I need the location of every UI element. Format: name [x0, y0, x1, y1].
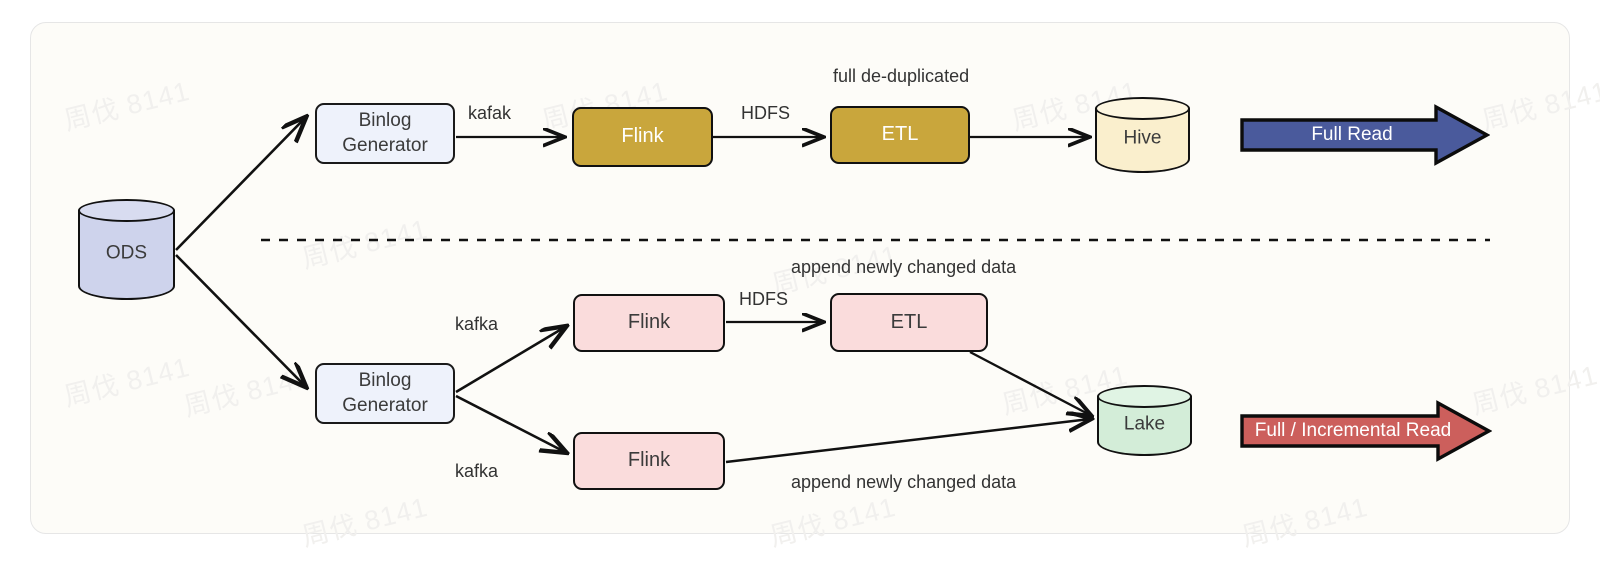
node-bottom-flink-upper[interactable]: Flink [573, 294, 725, 352]
bottom-binlog-label: Binlog Generator [342, 369, 428, 418]
top-binlog-label: Binlog Generator [342, 109, 428, 158]
edge-label-append-lower: append newly changed data [791, 472, 1017, 492]
incremental-read-arrow-shape [1240, 400, 1493, 462]
node-top-flink[interactable]: Flink [572, 107, 713, 167]
ods-cylinder-top [78, 199, 175, 222]
edge-label-full-de-duplicated: full de-duplicated [833, 66, 970, 86]
ods-label: ODS [105, 242, 148, 264]
node-top-binlog-generator[interactable]: Binlog Generator [315, 103, 455, 164]
ods-cylinder-body [78, 210, 175, 300]
full-read-arrow-shape [1240, 104, 1491, 166]
edge-label-bottom-kafka-upper: kafka [455, 314, 499, 334]
legend-incremental-read-arrow[interactable]: Full / Incremental Read [1240, 400, 1493, 462]
node-ods[interactable]: ODS [78, 199, 175, 300]
node-lake[interactable]: Lake [1097, 385, 1192, 456]
bottom-binlog-label-line1: Binlog [358, 370, 412, 392]
bottom-flink-upper-label: Flink [627, 311, 671, 334]
hive-label: Hive [1123, 127, 1162, 149]
edge-label-bottom-hdfs: HDFS [739, 289, 788, 309]
edge-label-append-upper: append newly changed data [791, 257, 1017, 277]
top-flink-label: Flink [621, 125, 664, 148]
top-binlog-label-line1: Binlog [358, 110, 412, 132]
legend-full-read-arrow[interactable]: Full Read [1240, 104, 1491, 166]
top-etl-label: ETL [881, 123, 919, 146]
bottom-binlog-label-line2: Generator [342, 394, 428, 416]
bottom-flink-lower-label: Flink [627, 449, 671, 472]
node-bottom-flink-lower[interactable]: Flink [573, 432, 725, 490]
bottom-etl-label: ETL [890, 310, 928, 333]
edge-label-bottom-kafka-lower: kafka [455, 461, 499, 481]
lake-cylinder-top [1097, 385, 1192, 408]
lake-label: Lake [1123, 413, 1166, 435]
node-hive[interactable]: Hive [1095, 97, 1190, 173]
node-bottom-etl[interactable]: ETL [830, 293, 988, 352]
node-top-etl[interactable]: ETL [830, 106, 970, 164]
edge-label-top-kafka: kafak [468, 103, 512, 123]
edge-label-top-hdfs: HDFS [741, 103, 790, 123]
node-bottom-binlog-generator[interactable]: Binlog Generator [315, 363, 455, 424]
hive-cylinder-top [1095, 97, 1190, 120]
top-binlog-label-line2: Generator [342, 134, 428, 156]
